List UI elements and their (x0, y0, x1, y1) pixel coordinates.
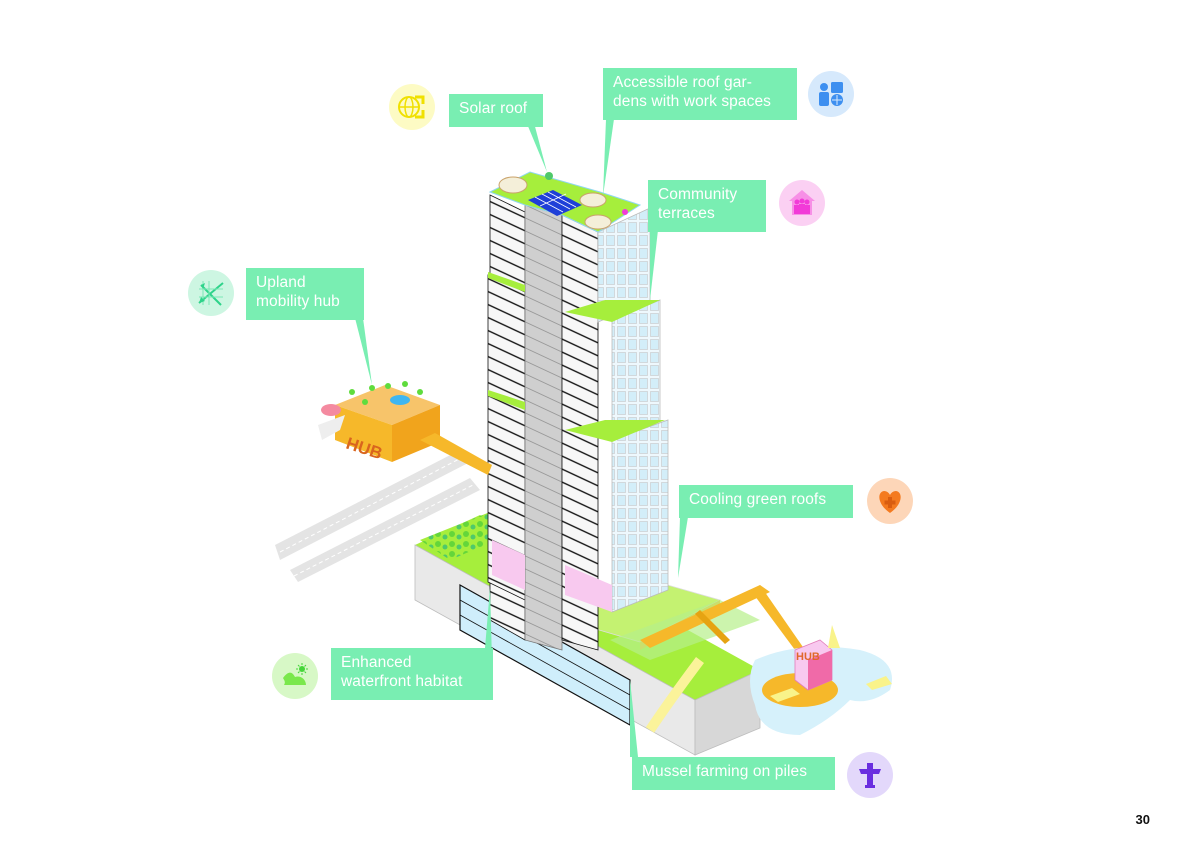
callout-enhanced-waterfront-habitat: Enhanced waterfront habitat (331, 648, 493, 700)
mobility-icon-badge (188, 270, 234, 316)
callout-label: Mussel farming on piles (642, 763, 808, 780)
heart-plus-icon (879, 491, 901, 513)
tower-roof (488, 171, 642, 233)
habitat-icon-badge (272, 653, 318, 699)
person-chat-globe-icon (819, 82, 843, 106)
callout-label-line2: terraces (658, 205, 715, 222)
tower-facade (488, 207, 669, 613)
callout-label: Cooling green roofs (689, 491, 827, 508)
totem-pile-icon (859, 763, 881, 788)
globe-arrows-icon (398, 95, 425, 119)
callout-label-line2: dens with work spaces (613, 93, 772, 110)
callout-label-line2: waterfront habitat (341, 673, 463, 690)
solar-panels (528, 190, 582, 216)
callout-label-line1: Community (658, 186, 738, 203)
water-hub: HUB (750, 625, 892, 735)
community-icon-badge (779, 180, 825, 226)
cooling-terrace (563, 579, 805, 733)
callout-cooling-green-roofs: Cooling green roofs (679, 485, 853, 518)
upland-hub: HUB (318, 381, 492, 475)
callout-label-line1: Enhanced (341, 654, 412, 671)
mussel-icon-badge (847, 752, 893, 798)
callout-upland-mobility-hub: Upland mobility hub (246, 268, 364, 320)
water-hub-sign: HUB (796, 651, 820, 663)
callout-mussel-farming: Mussel farming on piles (632, 757, 835, 790)
page-number: 30 (1135, 812, 1150, 827)
roof-gardens-icon-badge (808, 71, 854, 117)
tower-left-volume (487, 194, 526, 641)
roof-pergolas (498, 176, 612, 230)
crossroads-arrows-icon (198, 281, 224, 306)
callout-label-line1: Upland (256, 274, 306, 291)
cooling-icon-badge (867, 478, 913, 524)
callout-pointers (355, 119, 688, 757)
callout-label-line1: Accessible roof gar- (613, 74, 752, 91)
callout-solar-roof: Solar roof (449, 94, 543, 127)
road-lanes (275, 450, 480, 582)
callout-label-line2: mobility hub (256, 293, 340, 310)
callout-label: Solar roof (459, 100, 528, 117)
callout-community-terraces: Community terraces (648, 180, 766, 232)
tower-core (524, 204, 563, 651)
house-family-icon (789, 190, 815, 215)
callout-roof-gardens: Accessible roof gar- dens with work spac… (603, 68, 797, 120)
solar-icon-badge (389, 84, 435, 130)
hill-sun-icon (283, 663, 308, 685)
